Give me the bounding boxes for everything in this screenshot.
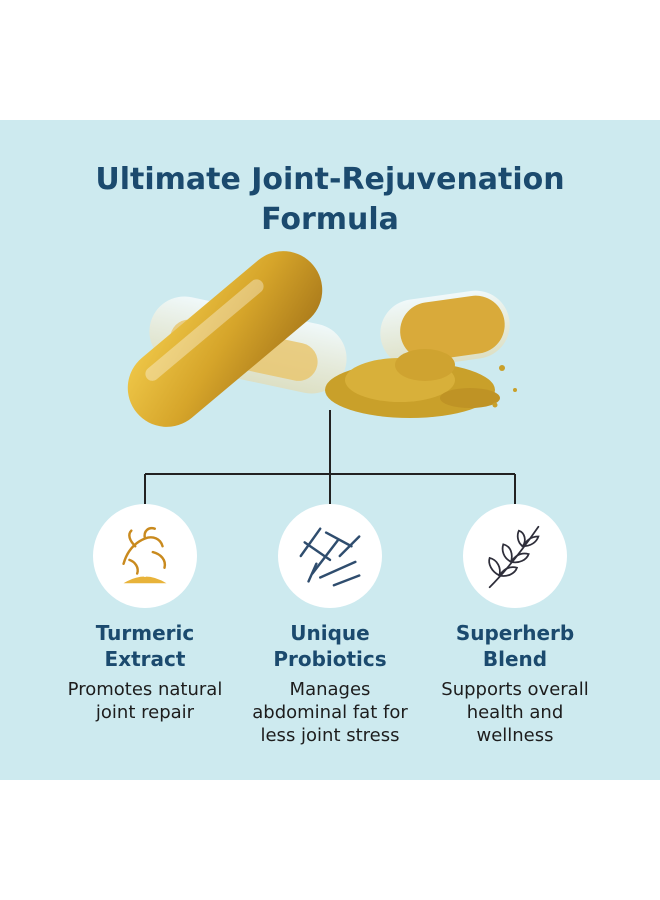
probiotic-bacteria-icon [299, 527, 361, 587]
feature-title-turmeric: Turmeric Extract [95, 621, 195, 671]
feature-title-superherb: Superherb Blend [455, 621, 575, 671]
feature-desc-superherb: Supports overall health and wellness [441, 679, 589, 746]
closed-capsule [127, 251, 323, 427]
turmeric-root-icon [122, 527, 167, 584]
feature-title-probiotics: Unique Probiotics [273, 621, 387, 671]
open-capsule-right [380, 290, 510, 368]
herb-icon-circle [463, 504, 567, 608]
turmeric-powder [325, 349, 517, 418]
feature-desc-turmeric: Promotes natural joint repair [67, 679, 223, 723]
title-line-2: Formula [261, 202, 399, 237]
page-title: Ultimate Joint-Rejuvenation Formula [0, 160, 660, 240]
capsule-illustration [127, 251, 517, 427]
title-line-1: Ultimate Joint-Rejuvenation [95, 162, 565, 197]
herb-leaves-icon [488, 525, 540, 589]
probiotics-icon-circle [278, 504, 382, 608]
turmeric-icon-circle [93, 504, 197, 608]
feature-desc-probiotics: Manages abdominal fat for less joint str… [252, 679, 408, 746]
infographic-panel: Ultimate Joint-Rejuvenation Formula [0, 120, 660, 780]
